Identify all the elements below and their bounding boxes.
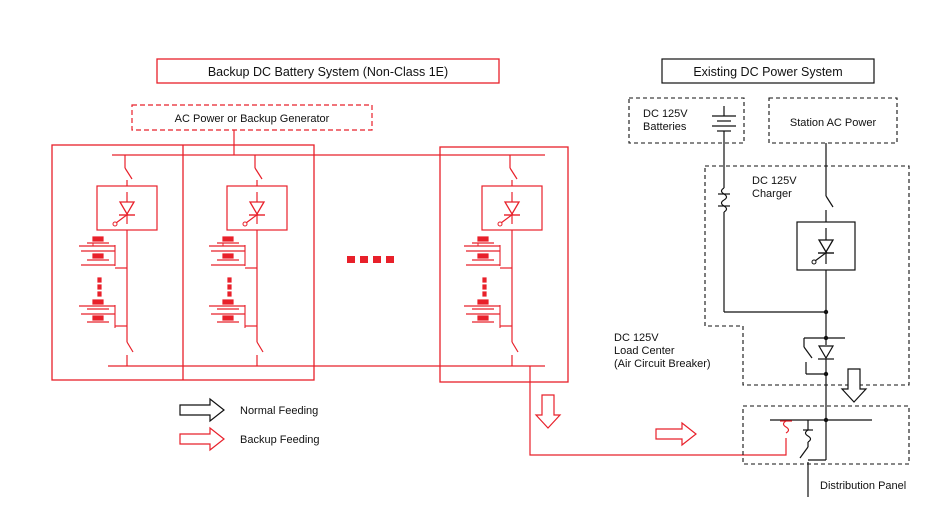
- legend: Normal Feeding Backup Feeding: [179, 397, 320, 452]
- svg-text:Station AC Power: Station AC Power: [790, 117, 877, 129]
- legend-backup-arrow: [179, 426, 225, 452]
- rectifier-1: [96, 185, 158, 231]
- svg-text:Backup DC Battery System (Non-: Backup DC Battery System (Non-Class 1E): [208, 65, 448, 79]
- distribution-junction-dot: [823, 417, 829, 423]
- existing-system-title: Existing DC Power System: [661, 58, 875, 84]
- distribution-panel-label: Distribution Panel: [820, 480, 906, 492]
- backup-down-arrow: [534, 394, 562, 429]
- rectifier-3: [481, 185, 543, 231]
- svg-text:Backup Feeding: Backup Feeding: [240, 434, 320, 446]
- backup-units: [51, 144, 569, 383]
- svg-text:DC 125V: DC 125V: [643, 108, 688, 120]
- normal-down-arrow: [840, 368, 868, 403]
- battery-icon: [712, 106, 736, 143]
- svg-text:Normal Feeding: Normal Feeding: [240, 405, 318, 417]
- rectifier-2: [226, 185, 288, 231]
- svg-text:(Air Circuit Breaker): (Air Circuit Breaker): [614, 358, 711, 370]
- charger-region: [704, 165, 910, 386]
- svg-text:Existing DC Power System: Existing DC Power System: [693, 65, 842, 79]
- svg-text:Batteries: Batteries: [643, 121, 687, 133]
- load-center-label: DC 125V Load Center (Air Circuit Breaker…: [614, 332, 711, 370]
- station-ac-box: Station AC Power: [768, 97, 898, 144]
- svg-text:Load Center: Load Center: [614, 345, 675, 357]
- load-center-circuit: [803, 270, 845, 420]
- battery-stack-3: [463, 236, 501, 329]
- dc-batteries-box: DC 125V Batteries: [628, 97, 745, 144]
- station-ac-feeder: [825, 143, 834, 222]
- battery-feeder: [718, 143, 826, 313]
- distribution-panel-circuit: [770, 419, 872, 497]
- backup-system-title: Backup DC Battery System (Non-Class 1E): [156, 58, 500, 84]
- backup-unit-1: [78, 155, 158, 366]
- svg-text:DC 125V: DC 125V: [614, 332, 659, 344]
- battery-stack-2: [208, 236, 246, 329]
- charger-rectifier: [796, 221, 856, 271]
- backup-feed-line: [529, 366, 787, 456]
- svg-text:Charger: Charger: [752, 188, 792, 200]
- backup-right-arrow: [655, 421, 697, 447]
- backup-unit-2: [208, 155, 288, 366]
- svg-text:DC 125V: DC 125V: [752, 175, 797, 187]
- backup-unit-3: [463, 155, 543, 366]
- backup-unit-last: [439, 146, 569, 383]
- battery-stack-1: [78, 236, 116, 329]
- more-units-ellipsis: [347, 256, 394, 263]
- svg-text:AC Power or Backup Generator: AC Power or Backup Generator: [175, 113, 330, 125]
- junction-dots: [823, 309, 829, 377]
- legend-normal-arrow: [179, 397, 225, 423]
- ac-power-source: AC Power or Backup Generator: [131, 104, 373, 155]
